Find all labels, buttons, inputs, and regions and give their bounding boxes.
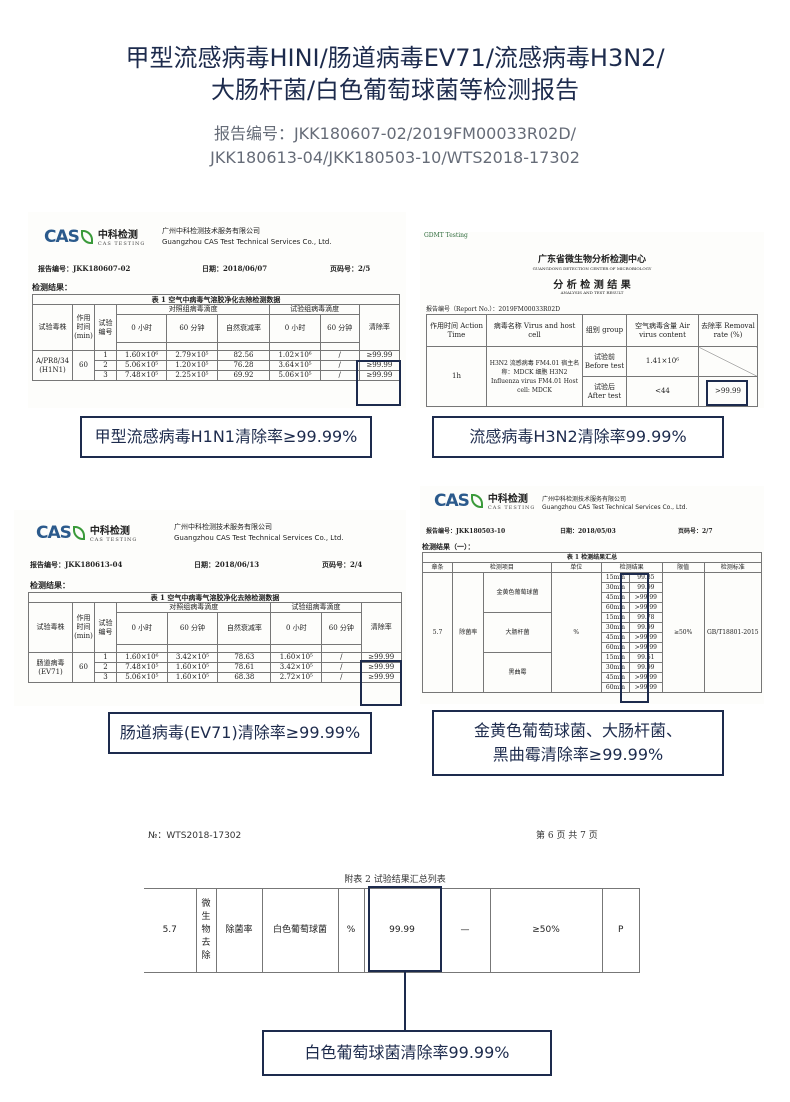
lab-top-text: GDMT Testing bbox=[424, 232, 468, 239]
staph-table: 5.7 微生物去除 除菌率 白色葡萄球菌 % 99.99 — ≥50% P bbox=[144, 888, 640, 973]
doc-date: 日期：2018/06/13 bbox=[194, 560, 260, 569]
highlight-box-ev71 bbox=[360, 660, 402, 706]
callout-h1n1: 甲型流感病毒H1N1清除率≥99.99% bbox=[80, 416, 372, 458]
report-number-line2: JKK180613-04/JKK180503-10/WTS2018-17302 bbox=[210, 148, 580, 167]
highlight-box-bacteria bbox=[620, 573, 649, 703]
doc2-report-no: 报告编号（Report No.）：2019FM00033R02D bbox=[426, 306, 560, 313]
report-scan-staph: №：WTS2018-17302 第 6 页 共 7 页 附表 2 试验结果汇总列… bbox=[140, 820, 650, 974]
callout-bacteria: 金黄色葡萄球菌、大肠杆菌、 黑曲霉清除率≥99.99% bbox=[432, 710, 724, 776]
results-label: 检测结果（一）： bbox=[422, 542, 475, 551]
callout-bacteria-line2: 黑曲霉清除率≥99.99% bbox=[492, 745, 664, 764]
org-name-en: Guangzhou CAS Test Technical Services Co… bbox=[162, 238, 332, 246]
doc5-page: 第 6 页 共 7 页 bbox=[536, 831, 598, 841]
virus-table: 表 1 空气中病毒气溶胶净化去除检测数据 试验毒株 作用时间(min) 试验编号… bbox=[32, 294, 401, 381]
h3n2-table: 作用时间 Action Time 病毒名称 Virus and host cel… bbox=[426, 314, 758, 407]
doc-page: 页码号：2/4 bbox=[322, 560, 363, 569]
report-scan-h3n2: GDMT Testing 广东省微生物分析检测中心 GUANGDONG DETE… bbox=[420, 232, 764, 408]
org-name-en: Guangzhou CAS Test Technical Services Co… bbox=[542, 504, 688, 511]
doc5-report-no: №：WTS2018-17302 bbox=[148, 831, 242, 841]
doc-page: 页码号：2/5 bbox=[330, 264, 371, 273]
highlight-box-h3n2 bbox=[706, 380, 748, 406]
table-row: 60min>99.99 bbox=[423, 682, 762, 693]
org-name-cn: 广州中科检测技术服务有限公司 bbox=[162, 227, 260, 235]
result-title-en: ANALYSIS AND TEST RESULT bbox=[560, 290, 624, 295]
doc-date: 日期：2018/05/03 bbox=[560, 528, 616, 535]
report-number-line1: 报告编号：JKK180607-02/2019FM00033R02D/ bbox=[213, 124, 577, 143]
connector-line bbox=[404, 972, 406, 1030]
doc-report-no: 报告编号：JKK180607-02 bbox=[38, 264, 131, 273]
page-title-line1: 甲型流感病毒HINI/肠道病毒EV71/流感病毒H3N2/ bbox=[125, 44, 665, 72]
results-label: 检测结果： bbox=[32, 282, 72, 292]
doc-date: 日期：2018/06/07 bbox=[202, 264, 268, 273]
callout-h3n2: 流感病毒H3N2清除率99.99% bbox=[432, 416, 724, 458]
callout-staph: 白色葡萄球菌清除率99.99% bbox=[262, 1030, 552, 1076]
callout-ev71: 肠道病毒(EV71)清除率≥99.99% bbox=[108, 712, 372, 754]
doc-report-no: 报告编号：JKK180503-10 bbox=[426, 528, 506, 535]
callout-bacteria-line1: 金黄色葡萄球菌、大肠杆菌、 bbox=[473, 721, 682, 740]
doc-report-no: 报告编号：JKK180613-04 bbox=[30, 560, 123, 569]
results-label: 检测结果： bbox=[30, 580, 70, 590]
highlight-box-staph bbox=[368, 886, 442, 972]
org-name-cn: 广州中科检测技术服务有限公司 bbox=[542, 496, 627, 503]
result-title: 分 析 检 测 结 果 bbox=[553, 280, 631, 291]
doc5-table-title: 附表 2 试验结果汇总列表 bbox=[344, 875, 446, 885]
center-name: 广东省微生物分析检测中心 bbox=[537, 255, 646, 265]
center-name-en: GUANGDONG DETECTION CENTER OF MICROBIOLO… bbox=[532, 266, 652, 271]
org-name-cn: 广州中科检测技术服务有限公司 bbox=[174, 523, 272, 531]
virus-table: 表 1 空气中病毒气溶胶净化去除检测数据 试验毒株 作用时间(min) 试验编号… bbox=[28, 592, 402, 683]
org-name-en: Guangzhou CAS Test Technical Services Co… bbox=[174, 534, 344, 542]
doc-page: 页码号：2/7 bbox=[678, 528, 713, 535]
highlight-box-h1n1 bbox=[356, 360, 401, 406]
page-title-line2: 大肠杆菌/白色葡萄球菌等检测报告 bbox=[210, 76, 580, 104]
